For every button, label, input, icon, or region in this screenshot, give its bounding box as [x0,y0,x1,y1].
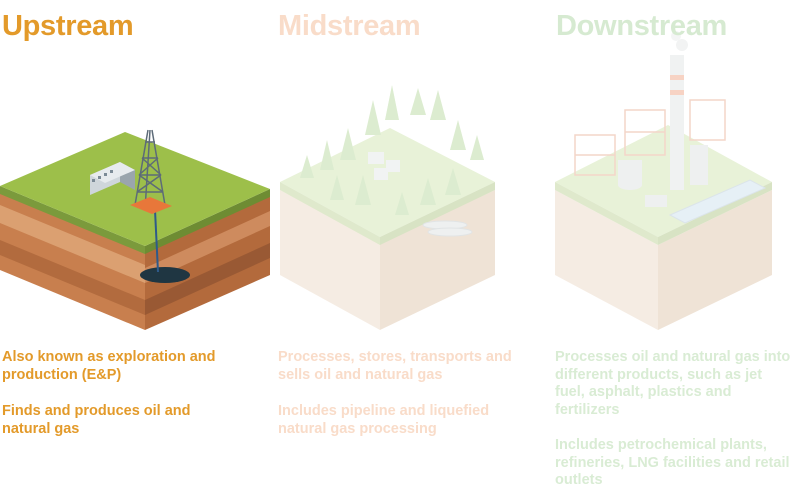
midstream-description-1: Processes, stores, transports and sells … [278,349,512,383]
midstream-title: Midstream [278,10,421,42]
upstream-title: Upstream [2,10,134,42]
upstream-description-2: Finds and produces oil and natural gas [2,403,191,437]
upstream-description-1: Also known as exploration and production… [2,349,216,383]
midstream-description-2: Includes pipeline and liquefied natural … [278,403,490,437]
upstream-illustration [0,129,270,330]
downstream-column: Downstream Processes oil and natural gas… [550,0,800,497]
downstream-illustration [555,31,772,330]
upstream-column: Upstream Also known as exploration and p… [0,0,270,497]
downstream-description-2: Includes petrochemical plants, refinerie… [555,437,790,488]
midstream-column: Midstream Processes, stores, transports … [270,0,550,497]
downstream-title: Downstream [556,10,728,42]
downstream-description-1: Processes oil and natural gas into diffe… [555,349,791,418]
midstream-illustration [280,85,495,330]
